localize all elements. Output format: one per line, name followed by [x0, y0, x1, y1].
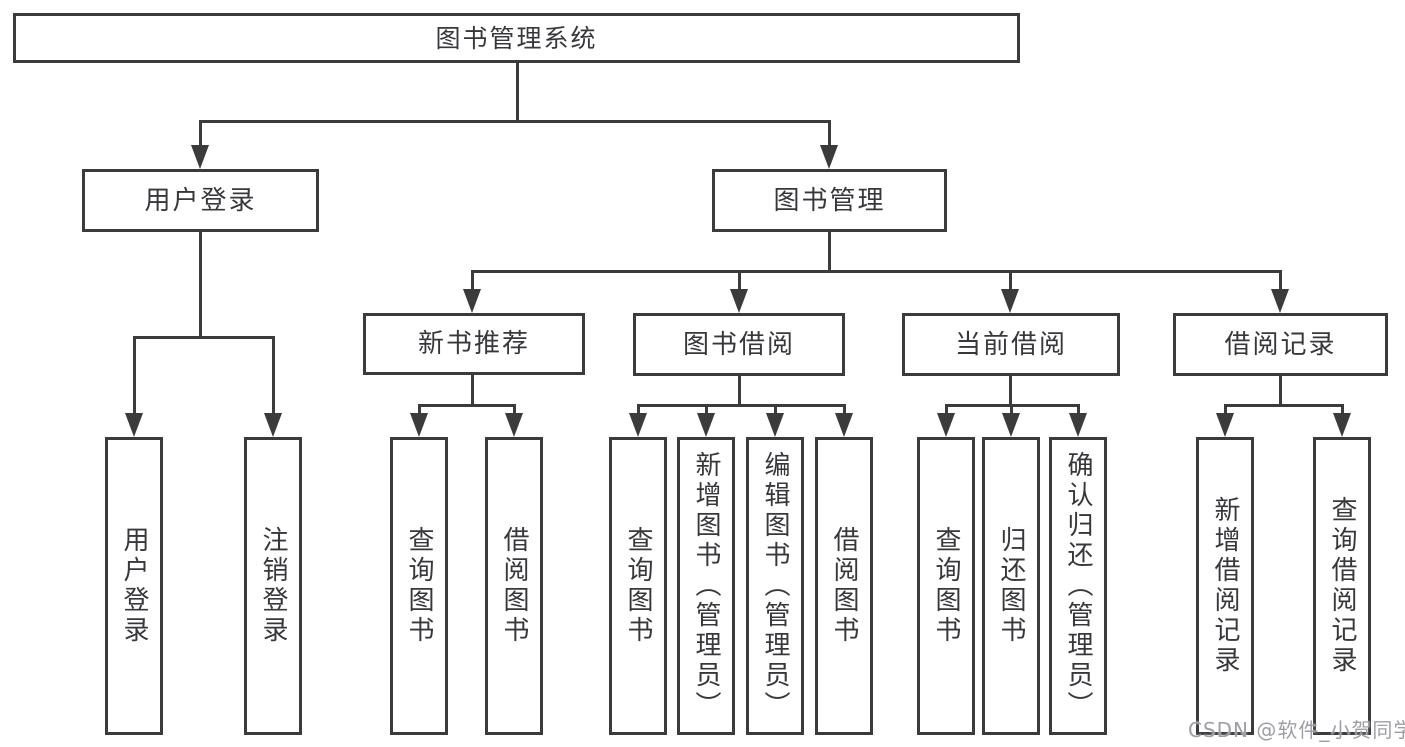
node-query-books-borrowing: 查询图书 — [609, 437, 667, 735]
arrowhead-down-icon — [463, 289, 481, 313]
connector-user-trunk — [199, 232, 202, 339]
connector — [945, 404, 948, 416]
node-add-book-admin: 新增图书（管理员） — [677, 437, 735, 735]
node-query-books-recommend: 查询图书 — [390, 437, 448, 735]
node-book-borrowing: 图书借阅 — [633, 313, 845, 376]
connector — [1009, 270, 1012, 291]
node-user-login-leaf: 用户登录 — [105, 437, 163, 735]
connector — [513, 404, 516, 416]
node-library-system: 图书管理系统 — [13, 13, 1020, 63]
arrowhead-down-icon — [730, 289, 748, 313]
connector — [637, 404, 640, 416]
connector — [1224, 404, 1227, 416]
connector — [471, 270, 474, 291]
connector-group3-trunk — [1009, 375, 1012, 407]
connector-group2-trunk — [738, 375, 741, 407]
node-borrowing-records: 借阅记录 — [1173, 313, 1388, 376]
node-query-books-current: 查询图书 — [917, 437, 975, 735]
connector — [1077, 404, 1080, 416]
arrowhead-down-icon — [1333, 413, 1351, 437]
connector-group4-horizontal — [1224, 404, 1344, 407]
arrowhead-down-icon — [1271, 289, 1289, 313]
node-current-borrowing: 当前借阅 — [902, 313, 1120, 376]
connector — [418, 404, 421, 416]
connector — [272, 336, 275, 413]
arrowhead-down-icon — [697, 413, 715, 437]
arrowhead-down-icon — [1216, 413, 1234, 437]
connector — [843, 404, 846, 416]
node-borrow-books-leaf: 借阅图书 — [815, 437, 873, 735]
connector-root-trunk — [516, 63, 519, 123]
arrowhead-down-icon — [766, 413, 784, 437]
arrowhead-down-icon — [835, 413, 853, 437]
connector-group1-horizontal — [418, 404, 516, 407]
node-query-borrow-record: 查询借阅记录 — [1313, 437, 1371, 735]
connector-l2-horizontal — [199, 120, 831, 123]
connector — [1010, 404, 1013, 416]
connector-group2-horizontal — [637, 404, 846, 407]
connector-user-horizontal — [133, 336, 275, 339]
arrowhead-down-icon — [1069, 413, 1087, 437]
connector — [199, 120, 202, 147]
arrowhead-down-icon — [191, 145, 209, 169]
arrowhead-down-icon — [629, 413, 647, 437]
connector — [774, 404, 777, 416]
node-user-login: 用户登录 — [82, 169, 319, 232]
arrowhead-down-icon — [410, 413, 428, 437]
arrowhead-down-icon — [1001, 289, 1019, 313]
connector — [1341, 404, 1344, 416]
arrowhead-down-icon — [820, 145, 838, 169]
arrowhead-down-icon — [937, 413, 955, 437]
connector — [1279, 270, 1282, 291]
connector-group4-trunk — [1279, 375, 1282, 407]
node-return-books: 归还图书 — [982, 437, 1040, 735]
node-edit-book-admin: 编辑图书（管理员） — [746, 437, 804, 735]
node-logout-leaf: 注销登录 — [244, 437, 302, 735]
arrowhead-down-icon — [264, 413, 282, 437]
arrowhead-down-icon — [125, 413, 143, 437]
connector-mgmt-trunk — [828, 232, 831, 273]
connector — [133, 336, 136, 413]
connector — [738, 270, 741, 291]
arrowhead-down-icon — [505, 413, 523, 437]
connector — [705, 404, 708, 416]
arrowhead-down-icon — [1002, 413, 1020, 437]
node-new-book-recommend: 新书推荐 — [363, 313, 585, 375]
connector — [828, 120, 831, 147]
node-book-management: 图书管理 — [712, 169, 947, 232]
connector-l3-horizontal — [471, 270, 1282, 273]
node-borrow-books-recommend: 借阅图书 — [485, 437, 543, 735]
csdn-watermark: CSDN @软件_小贺同学 — [1188, 718, 1405, 742]
node-add-borrow-record: 新增借阅记录 — [1196, 437, 1254, 735]
node-confirm-return-admin: 确认归还（管理员） — [1049, 437, 1107, 735]
connector-group1-trunk — [471, 375, 474, 407]
